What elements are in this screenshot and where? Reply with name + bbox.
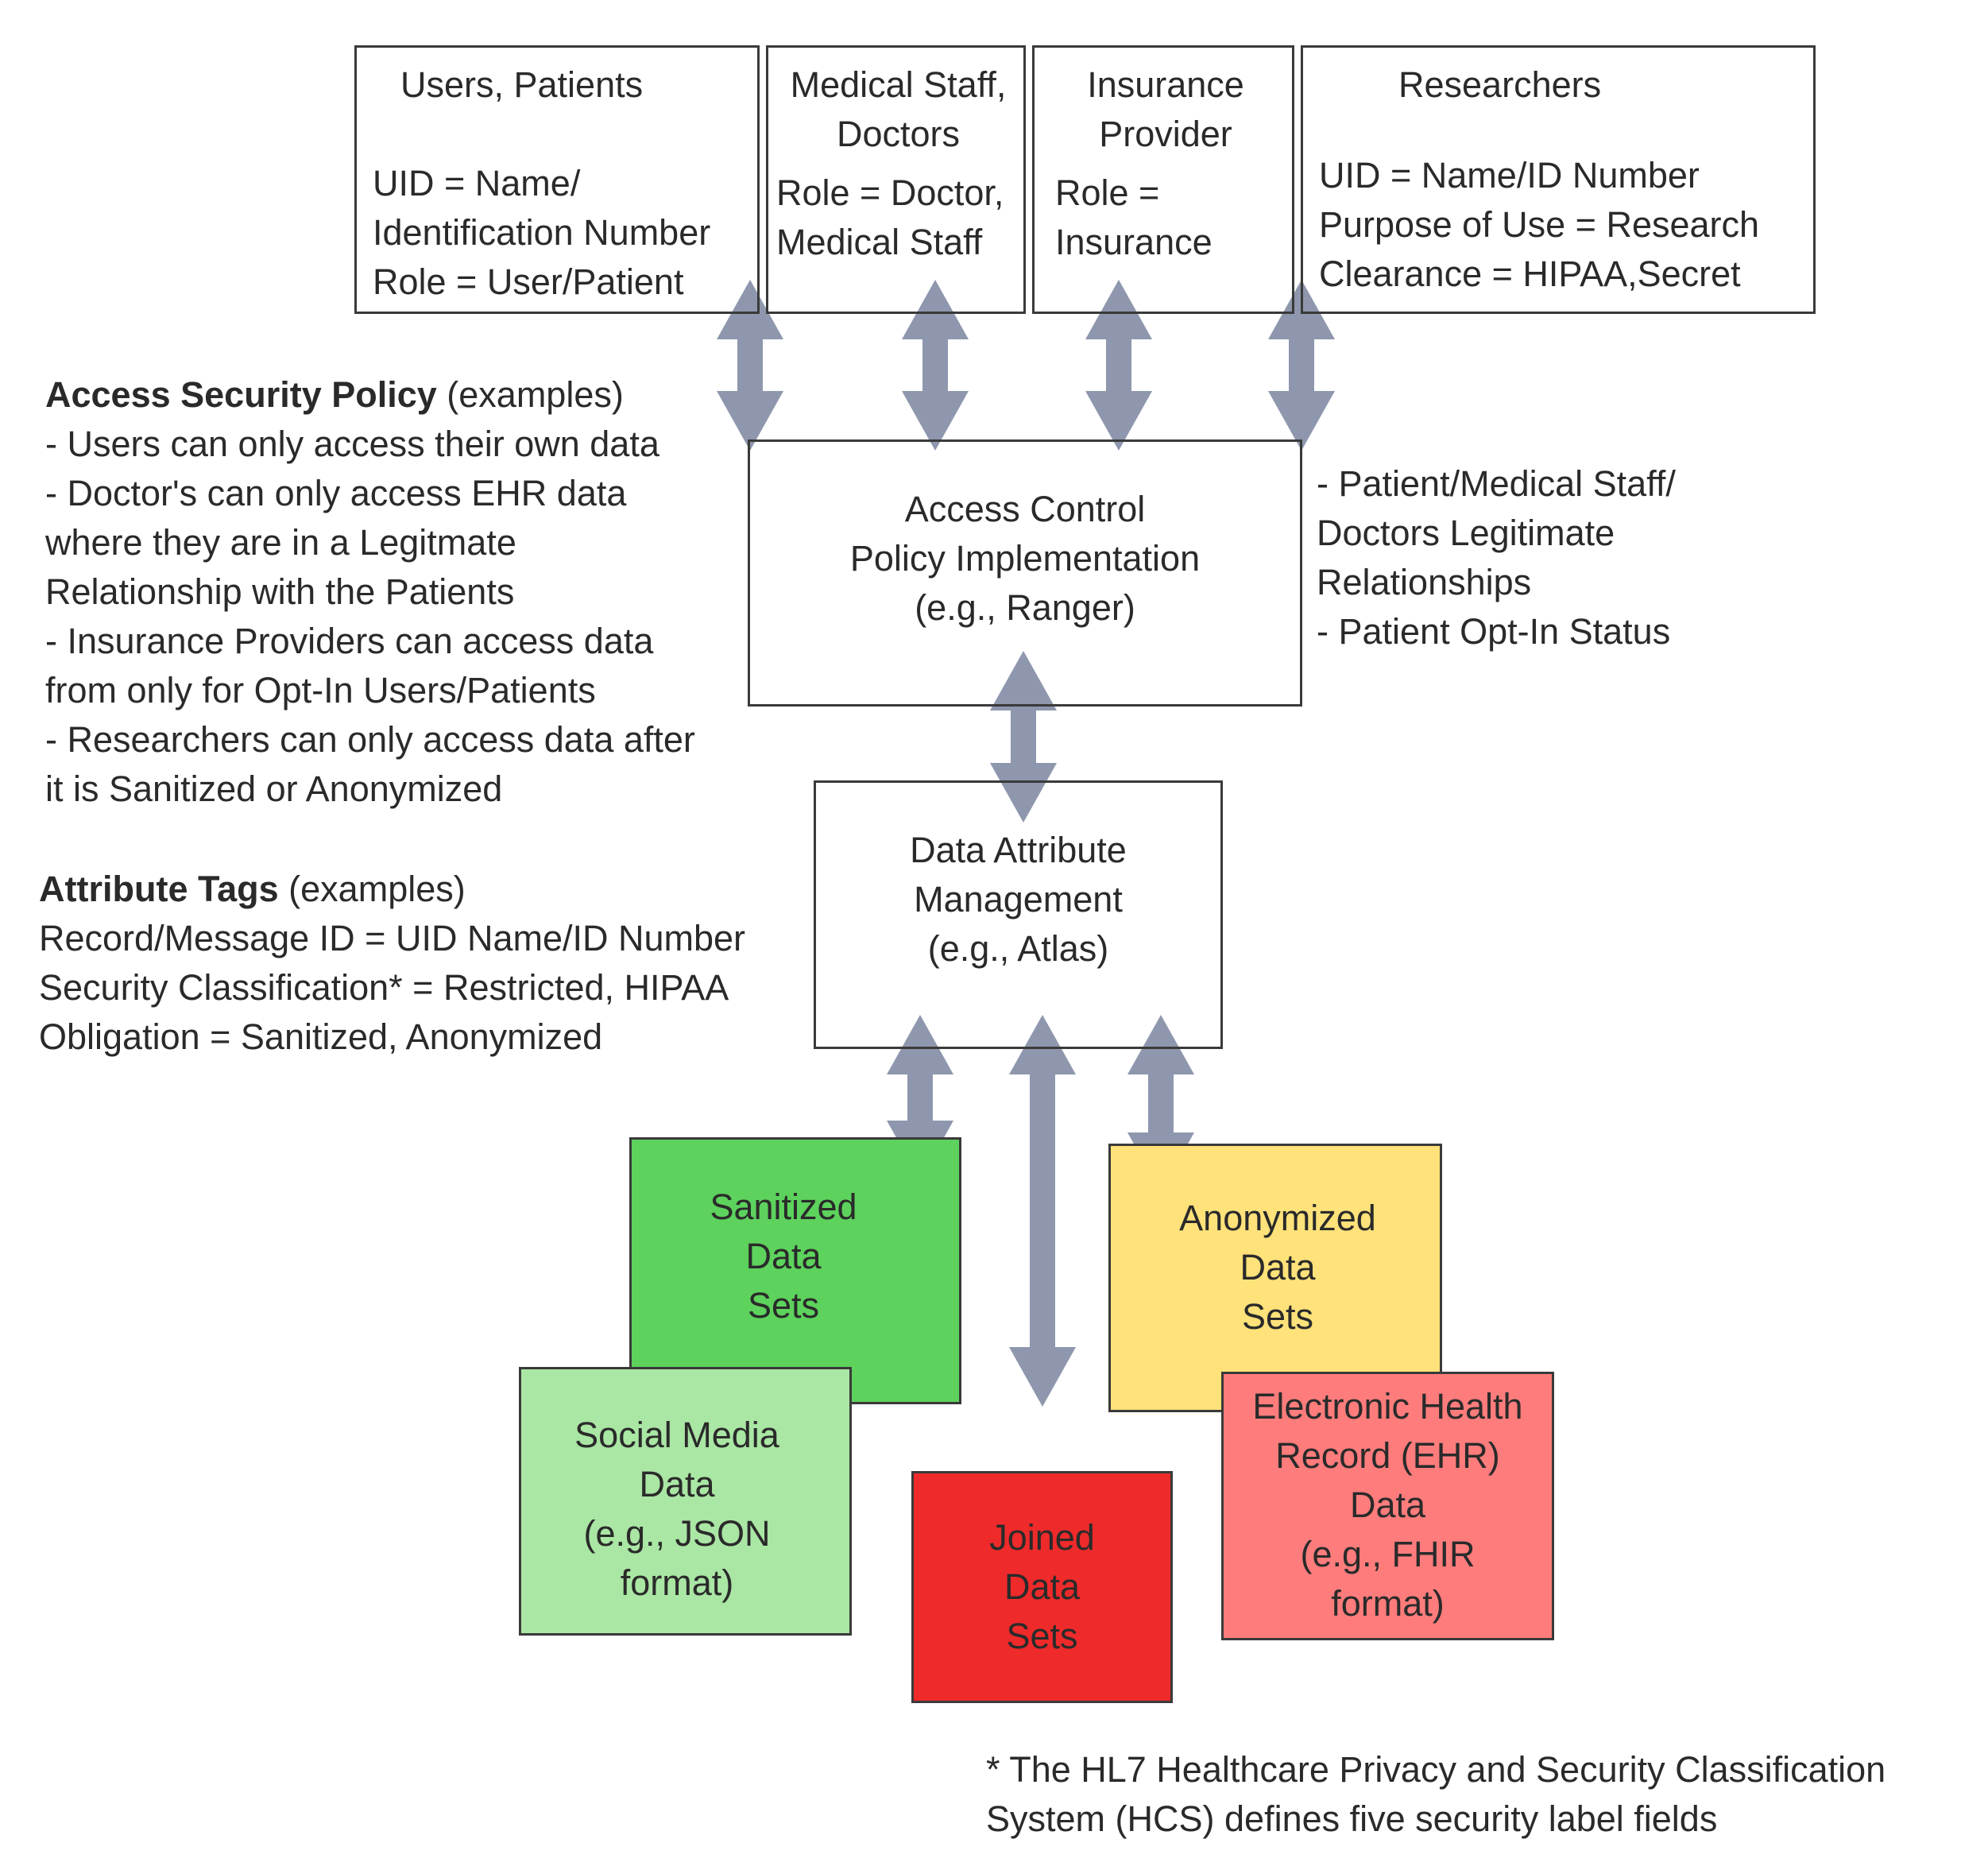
attribute-tags-heading-bold: Attribute Tags: [39, 869, 279, 909]
footnote-line: System (HCS) defines five security label…: [986, 1798, 1718, 1839]
dataset-line: Joined: [989, 1517, 1095, 1558]
actor-title: Researchers: [1398, 64, 1602, 105]
social-media-data-box: Social Media Data (e.g., JSON format): [519, 1367, 852, 1636]
policy-line: where they are in a Legitmate: [45, 522, 516, 563]
actor-attr: Insurance: [1055, 222, 1213, 262]
attribute-tags-heading: Attribute Tags (examples): [39, 865, 466, 914]
dataset-line: format): [1331, 1583, 1445, 1624]
dataset-line: (e.g., FHIR: [1300, 1534, 1476, 1574]
users-to-acp-arrow: [717, 280, 783, 451]
dataset-line: Sets: [747, 1285, 820, 1326]
dataset-line: Data: [1349, 1485, 1426, 1525]
footnote-line: * The HL7 Healthcare Privacy and Securit…: [986, 1749, 1886, 1790]
attribute-tags-heading-rest: (examples): [278, 869, 466, 909]
anonymized-data-sets-box: Anonymized Data Sets: [1108, 1144, 1442, 1412]
policy-heading-rest: (examples): [436, 374, 624, 415]
access-control-policy-box: Access Control Policy Implementation (e.…: [748, 439, 1302, 707]
ehr-data-box: Electronic Health Record (EHR) Data (e.g…: [1221, 1372, 1554, 1640]
actor-box-users-patients: Users, Patients UID = Name/ Identificati…: [354, 45, 760, 314]
policy-heading: Access Security Policy (examples): [45, 370, 624, 420]
actor-attr: Role = Doctor,: [776, 172, 1004, 213]
joined-data-sets-box: Joined Data Sets: [911, 1471, 1173, 1703]
sanitized-data-sets-box: Sanitized Data Sets: [629, 1137, 961, 1404]
relationship-line: Relationships: [1317, 562, 1532, 602]
attribute-tag-line: Record/Message ID = UID Name/ID Number: [39, 918, 746, 958]
attribute-tag-line: Security Classification* = Restricted, H…: [39, 967, 729, 1008]
dam-line: Management: [914, 879, 1123, 920]
relationship-line: - Patient/Medical Staff/: [1317, 463, 1676, 504]
dam-line: Data Attribute: [910, 830, 1127, 870]
dam-line: (e.g., Atlas): [927, 928, 1109, 969]
actor-title: Medical Staff,: [790, 64, 1007, 105]
actor-attr: Purpose of Use = Research: [1319, 204, 1760, 245]
doctors-to-acp-arrow: [902, 280, 969, 451]
policy-line: from only for Opt-In Users/Patients: [45, 670, 596, 710]
relationship-line: - Patient Opt-In Status: [1317, 611, 1671, 652]
dataset-line: Social Media: [574, 1415, 779, 1455]
actor-attr: Identification Number: [373, 212, 711, 253]
policy-line: - Users can only access their own data: [45, 424, 659, 464]
actor-attr: Role =: [1055, 172, 1160, 213]
actor-attr: Clearance = HIPAA,Secret: [1319, 254, 1741, 294]
policy-line: - Doctor's can only access EHR data: [45, 473, 627, 513]
actor-attr: UID = Name/ID Number: [1319, 155, 1700, 196]
dataset-line: Data: [1004, 1566, 1081, 1607]
dataset-line: Data: [745, 1236, 822, 1276]
policy-line: - Insurance Providers can access data: [45, 621, 654, 661]
acp-line: Access Control: [904, 489, 1146, 529]
actor-attr: Role = User/Patient: [373, 261, 684, 302]
actor-box-researchers: Researchers UID = Name/ID Number Purpose…: [1301, 45, 1816, 314]
actor-title: Provider: [1099, 114, 1232, 154]
policy-line: - Researchers can only access data after: [45, 719, 695, 760]
actor-box-medical-staff: Medical Staff, Doctors Role = Doctor, Me…: [766, 45, 1026, 314]
dataset-line: Anonymized: [1179, 1198, 1376, 1238]
dataset-line: Electronic Health: [1252, 1386, 1523, 1427]
actor-attr: UID = Name/: [373, 163, 581, 203]
relationship-line: Doctors Legitimate: [1317, 513, 1615, 553]
policy-line: it is Sanitized or Anonymized: [45, 769, 503, 809]
actor-box-insurance-provider: Insurance Provider Role = Insurance: [1032, 45, 1294, 314]
dataset-line: Data: [639, 1464, 715, 1504]
acp-line: (e.g., Ranger): [915, 587, 1135, 628]
dataset-line: Record (EHR): [1275, 1435, 1500, 1476]
actor-attr: Medical Staff: [776, 222, 983, 262]
dataset-line: Sets: [1006, 1616, 1078, 1656]
actor-title: Users, Patients: [400, 64, 644, 105]
actor-title: Doctors: [836, 114, 961, 154]
dataset-line: Sanitized: [710, 1187, 857, 1227]
actor-title: Insurance: [1087, 64, 1244, 105]
dam-to-joined-arrow: [1009, 1015, 1076, 1407]
acp-to-dam-arrow: [990, 651, 1057, 823]
attribute-tag-line: Obligation = Sanitized, Anonymized: [39, 1016, 603, 1057]
dataset-line: (e.g., JSON: [583, 1513, 771, 1554]
data-attribute-management-box: Data Attribute Management (e.g., Atlas): [814, 780, 1223, 1049]
researchers-to-acp-arrow: [1268, 280, 1335, 451]
acp-line: Policy Implementation: [849, 538, 1201, 579]
dataset-line: Sets: [1241, 1296, 1314, 1337]
dataset-line: format): [620, 1562, 734, 1603]
insurance-to-acp-arrow: [1085, 280, 1152, 451]
policy-line: Relationship with the Patients: [45, 571, 515, 612]
policy-heading-bold: Access Security Policy: [45, 374, 437, 415]
dataset-line: Data: [1240, 1247, 1316, 1287]
